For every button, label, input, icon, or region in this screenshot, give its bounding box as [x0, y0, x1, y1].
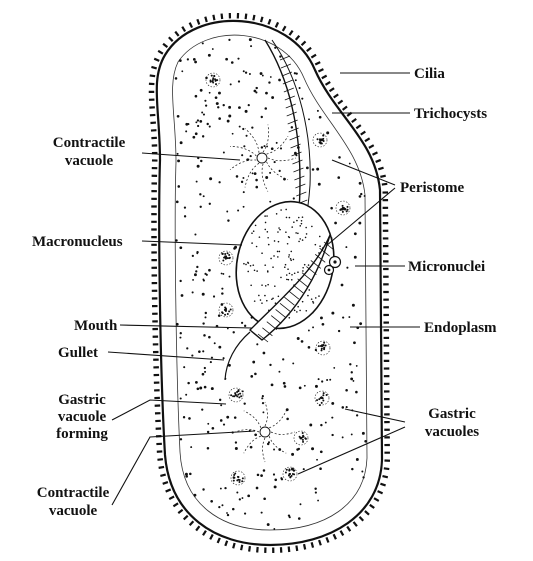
trichocyst	[222, 14, 223, 19]
trichocyst	[373, 152, 378, 154]
label-contractile-vacuole-top-line1: Contractile	[53, 135, 126, 151]
trichocyst	[210, 535, 213, 540]
label-trichocysts: Trichocysts	[414, 106, 487, 122]
trichocyst	[369, 145, 374, 148]
trichocyst	[241, 545, 242, 550]
trichocyst	[319, 540, 321, 545]
trichocyst	[205, 17, 206, 22]
trichocyst	[312, 542, 313, 547]
trichocyst	[159, 467, 164, 468]
label-gastric-vacuoles-line2: vacuoles	[425, 424, 479, 440]
label-micronuclei: Micronuclei	[408, 259, 485, 275]
label-mouth: Mouth	[74, 318, 118, 334]
trichocyst	[173, 503, 178, 506]
trichocyst	[197, 19, 199, 24]
trichocyst	[261, 17, 262, 22]
trichocyst	[213, 15, 214, 20]
trichocyst	[338, 100, 342, 103]
trichocyst	[218, 538, 220, 543]
trichocyst	[296, 545, 297, 550]
trichocyst	[380, 484, 385, 486]
label-gastric-vacuole-forming-line2: vacuole	[58, 409, 107, 425]
trichocyst	[311, 55, 316, 58]
trichocyst	[376, 160, 381, 162]
trichocyst	[382, 184, 387, 185]
label-gastric-vacuoles-line1: Gastric	[428, 406, 476, 422]
trichocyst	[296, 36, 300, 40]
trichocyst	[326, 537, 328, 542]
trichocyst	[196, 526, 199, 530]
trichocyst	[378, 168, 383, 170]
trichocyst	[341, 531, 344, 536]
trichocyst	[356, 125, 360, 128]
trichocyst	[225, 541, 227, 546]
trichocyst	[163, 482, 168, 484]
trichocyst	[322, 76, 327, 79]
trichocyst	[175, 32, 178, 36]
trichocyst	[374, 498, 379, 501]
trichocyst	[347, 527, 350, 532]
trichocyst	[334, 534, 336, 539]
trichocyst	[160, 475, 165, 476]
trichocyst	[307, 48, 311, 51]
trichocyst	[190, 23, 192, 28]
trichocyst	[184, 516, 188, 520]
trichocyst	[151, 67, 156, 68]
trichocyst	[233, 543, 234, 548]
trichocyst	[276, 22, 278, 27]
trichocyst	[169, 497, 174, 500]
trichocyst	[318, 69, 323, 71]
trichocyst	[190, 521, 194, 525]
trichocyst	[169, 37, 173, 41]
trichocyst	[380, 176, 385, 177]
label-cilia: Cilia	[414, 66, 445, 82]
trichocyst	[304, 544, 305, 549]
trichocyst	[365, 138, 370, 141]
trichocyst	[154, 59, 159, 61]
trichocyst	[354, 522, 357, 526]
trichocyst	[249, 546, 250, 551]
trichocyst	[334, 94, 339, 97]
label-peristome: Peristome	[400, 180, 464, 196]
trichocyst	[283, 26, 286, 31]
trichocyst	[178, 510, 182, 513]
label-contractile-vacuole-bottom-line1: Contractile	[37, 485, 110, 501]
trichocyst	[370, 505, 374, 508]
trichocyst	[352, 119, 356, 122]
trichocyst	[182, 27, 185, 32]
trichocyst	[289, 547, 290, 552]
label-macronucleus: Macronucleus	[32, 234, 123, 250]
label-gullet: Gullet	[58, 345, 98, 361]
trichocyst	[359, 517, 363, 521]
trichocyst	[158, 51, 163, 54]
label-contractile-vacuole-top-line2: vacuole	[65, 153, 114, 169]
trichocyst	[378, 491, 383, 493]
trichocyst	[315, 62, 320, 64]
trichocyst	[326, 82, 331, 85]
trichocyst	[268, 19, 270, 24]
trichocyst	[343, 107, 347, 110]
trichocyst	[166, 489, 171, 491]
trichocyst	[157, 459, 162, 460]
label-gastric-vacuole-forming-line1: Gastric	[58, 392, 106, 408]
trichocyst	[253, 15, 254, 20]
label-contractile-vacuole-bottom-line2: vacuole	[49, 503, 98, 519]
label-gastric-vacuole-forming-line3: forming	[56, 426, 108, 442]
label-endoplasm: Endoplasm	[424, 320, 497, 336]
trichocyst	[384, 468, 389, 469]
trichocyst	[203, 531, 206, 536]
trichocyst	[289, 31, 292, 36]
trichocyst	[246, 14, 247, 19]
trichocyst	[382, 476, 387, 477]
trichocyst	[302, 41, 306, 45]
trichocyst	[150, 75, 155, 76]
trichocyst	[361, 132, 366, 135]
trichocyst	[365, 511, 369, 515]
trichocyst	[163, 44, 167, 47]
trichocyst	[329, 88, 334, 91]
